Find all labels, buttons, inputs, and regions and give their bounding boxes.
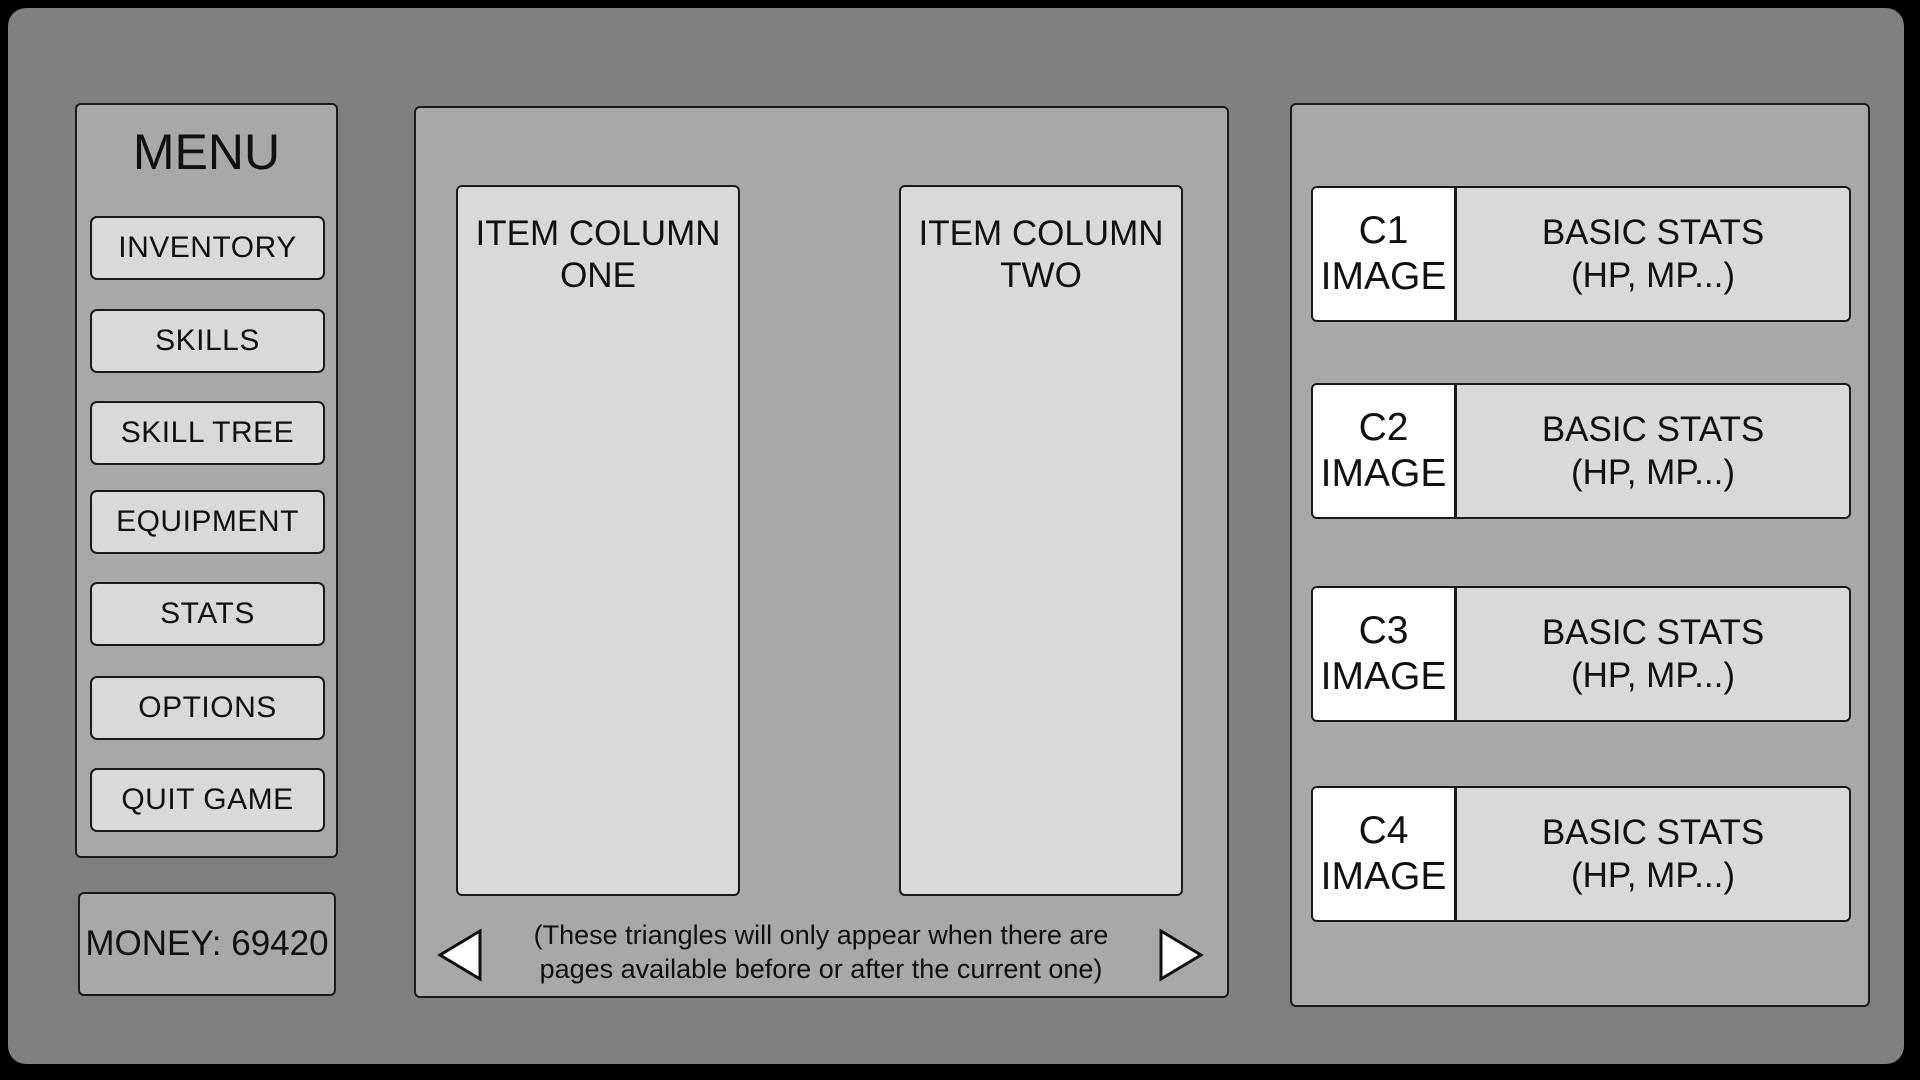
quit-game-button[interactable]: QUIT GAME: [90, 768, 325, 832]
item-column-one-subtitle: ONE: [560, 256, 636, 295]
stats-detail: (HP, MP...): [1570, 656, 1735, 695]
equipment-button[interactable]: EQUIPMENT: [90, 490, 325, 554]
character-id: C4: [1358, 809, 1409, 852]
triangle-right-icon[interactable]: [1157, 928, 1205, 982]
skills-button[interactable]: SKILLS: [90, 309, 325, 373]
money-display: MONEY: 69420: [78, 892, 336, 996]
portrait-label: IMAGE: [1320, 655, 1447, 698]
skill-tree-button[interactable]: SKILL TREE: [90, 401, 325, 465]
item-column-two-title: ITEM COLUMN: [918, 214, 1164, 253]
character-stats-c3: BASIC STATS (HP, MP...): [1457, 588, 1849, 720]
character-id: C1: [1358, 209, 1409, 252]
item-column-one-title: ITEM COLUMN: [475, 214, 721, 253]
stats-title: BASIC STATS: [1541, 813, 1765, 852]
character-portrait-c4: C4 IMAGE: [1313, 788, 1457, 920]
portrait-label: IMAGE: [1320, 452, 1447, 495]
game-menu-screen: MENU INVENTORY SKILLS SKILL TREE EQUIPME…: [8, 8, 1904, 1064]
item-column-two-subtitle: TWO: [1000, 256, 1082, 295]
stats-detail: (HP, MP...): [1570, 453, 1735, 492]
main-menu-panel: MENU INVENTORY SKILLS SKILL TREE EQUIPME…: [75, 103, 338, 858]
character-card-c3[interactable]: C3 IMAGE BASIC STATS (HP, MP...): [1311, 586, 1851, 722]
stats-detail: (HP, MP...): [1570, 256, 1735, 295]
stats-title: BASIC STATS: [1541, 410, 1765, 449]
items-panel: ITEM COLUMN ONE ITEM COLUMN TWO (These t…: [414, 106, 1229, 998]
party-panel: C1 IMAGE BASIC STATS (HP, MP...) C2 IMAG…: [1290, 103, 1870, 1007]
character-stats-c4: BASIC STATS (HP, MP...): [1457, 788, 1849, 920]
character-portrait-c1: C1 IMAGE: [1313, 188, 1457, 320]
stats-title: BASIC STATS: [1541, 213, 1765, 252]
pagination-note: (These triangles will only appear when t…: [533, 920, 1109, 984]
inventory-button[interactable]: INVENTORY: [90, 216, 325, 280]
character-card-c4[interactable]: C4 IMAGE BASIC STATS (HP, MP...): [1311, 786, 1851, 922]
stats-title: BASIC STATS: [1541, 613, 1765, 652]
character-id: C2: [1358, 406, 1409, 449]
menu-title: MENU: [132, 124, 281, 180]
item-column-one[interactable]: ITEM COLUMN ONE: [456, 185, 740, 896]
character-card-c1[interactable]: C1 IMAGE BASIC STATS (HP, MP...): [1311, 186, 1851, 322]
character-stats-c2: BASIC STATS (HP, MP...): [1457, 385, 1849, 517]
triangle-left-icon[interactable]: [436, 928, 484, 982]
options-button[interactable]: OPTIONS: [90, 676, 325, 740]
portrait-label: IMAGE: [1320, 855, 1447, 898]
character-portrait-c2: C2 IMAGE: [1313, 385, 1457, 517]
stats-detail: (HP, MP...): [1570, 856, 1735, 895]
character-stats-c1: BASIC STATS (HP, MP...): [1457, 188, 1849, 320]
item-column-two[interactable]: ITEM COLUMN TWO: [899, 185, 1183, 896]
character-card-c2[interactable]: C2 IMAGE BASIC STATS (HP, MP...): [1311, 383, 1851, 519]
character-portrait-c3: C3 IMAGE: [1313, 588, 1457, 720]
portrait-label: IMAGE: [1320, 255, 1447, 298]
stats-button[interactable]: STATS: [90, 582, 325, 646]
character-id: C3: [1358, 609, 1409, 652]
